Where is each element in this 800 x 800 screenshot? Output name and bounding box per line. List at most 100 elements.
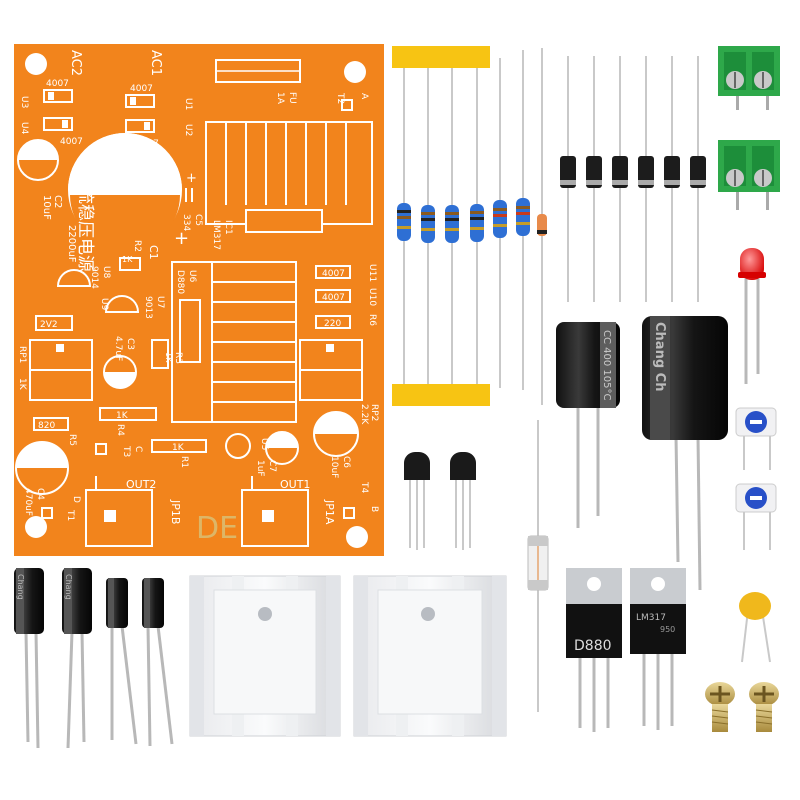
r5-label: R5 — [67, 434, 77, 446]
a-label: A — [359, 93, 369, 100]
big-cap-label: Chang Ch — [652, 322, 667, 391]
r4-label: R4 — [115, 424, 125, 436]
u4-value: 4007 — [60, 137, 83, 147]
electrolytic-capacitor-large: Chang Ch — [642, 316, 728, 591]
out1-label: OUT1 — [280, 478, 310, 491]
c-label: C — [133, 446, 143, 452]
pcb-board: C1 + + C2 10uF 2200uF 直流稳压电源 AC2 AC1 400… — [14, 44, 384, 556]
mount-hole — [25, 516, 47, 538]
trimpot-footprints: RP1 1K RP2 2.2K — [17, 339, 379, 425]
c3-value: 4.7uF — [113, 336, 123, 361]
ac1-label: AC1 — [148, 50, 163, 76]
glass-fuse — [527, 420, 549, 712]
diode — [612, 56, 628, 302]
z2v2-value: 2V2 — [40, 320, 58, 330]
electrolytic-capacitor-small: Chang — [62, 568, 92, 749]
mount-hole — [344, 61, 366, 83]
c1-label: C1 — [147, 245, 160, 260]
u7-label: U7 — [155, 296, 165, 308]
c1-plus2: + — [174, 228, 189, 249]
small-cap-label-1: Chang — [16, 574, 25, 600]
ic1-value: LM317 — [211, 220, 221, 250]
fuse-footprint: FU 1A T2 A — [215, 59, 369, 111]
board-title: 直流稳压电源 — [75, 170, 95, 272]
r2-label: R2 — [132, 240, 142, 252]
t4-label: T4 — [359, 481, 369, 493]
screw-terminal — [718, 140, 780, 210]
small-cap-footprints: C3 4.7uF C4 470uF C6 10uF C7 1uF U5 — [15, 336, 359, 516]
output-terminals: OUT2 JP1B OUT1 JP1A DE — [85, 476, 336, 547]
electrolytic-capacitor-small: Chang — [14, 568, 44, 749]
u9-label: U9 — [99, 298, 109, 311]
c6-value: 10uF — [329, 456, 339, 478]
resistor-footprints: R2 1K R3 1K 1K R4 820 R5 1K R1 2V2 — [33, 240, 207, 468]
red-led — [738, 248, 766, 384]
r6-value: 220 — [324, 319, 341, 329]
diode — [664, 56, 680, 302]
t3-label: T3 — [121, 445, 131, 457]
c2-label: C2 — [52, 195, 63, 208]
to220-d880: D880 — [566, 568, 622, 732]
trimmer-pot — [735, 407, 777, 470]
transistor-footprints: U8 9014 U7 9013 U9 — [56, 266, 165, 319]
fu-value: 1A — [275, 92, 285, 105]
u8-label: U8 — [101, 266, 111, 279]
out2-label: OUT2 — [126, 478, 156, 491]
mid-cap-label: CC 400 105°C — [601, 330, 612, 400]
t1-label: T1 — [65, 509, 75, 521]
c4-value: 470uF — [23, 488, 33, 516]
to92-transistor — [450, 452, 476, 550]
loose-resistor — [516, 50, 530, 390]
r3-label: R3 — [173, 352, 183, 364]
rp2-value: 2.2K — [359, 404, 369, 425]
resistor — [445, 68, 459, 384]
diode — [638, 56, 654, 302]
r6-label: R6 — [367, 314, 377, 326]
r2-value: 1K — [122, 255, 133, 264]
ic1-heatsink-outline: IC1 LM317 C5 334 — [181, 121, 373, 250]
reg2-sub: 950 — [660, 625, 675, 634]
u1-value: 4007 — [130, 84, 153, 94]
c6-label: C6 — [341, 456, 351, 468]
right-diodes: 4007 4007 220 U11 U10 R6 — [315, 264, 377, 329]
u11-value: 4007 — [322, 269, 345, 279]
u7-value: 9013 — [143, 296, 153, 319]
c5-value: 334 — [181, 214, 191, 231]
resistor-tape — [392, 46, 490, 406]
resistor — [397, 68, 411, 384]
c2-value: 10uF — [41, 195, 52, 220]
c1-footprint: C1 + + — [68, 133, 197, 260]
u8-value: 9014 — [89, 266, 99, 289]
resistor — [421, 68, 435, 384]
ic1-label: IC1 — [223, 220, 233, 235]
aluminium-heatsink — [353, 575, 507, 737]
u1-label: U1 — [183, 98, 193, 110]
d-label: D — [71, 496, 81, 503]
electrolytic-capacitor-medium: CC 400 105°C — [556, 322, 620, 528]
rp2-label: RP2 — [369, 404, 379, 421]
u10-label: U10 — [367, 288, 377, 306]
diode-footprints: 4007 4007 4007 4007 U3 U4 U1 U2 — [19, 79, 193, 149]
to92-transistor — [404, 452, 430, 550]
trimmer-pot — [735, 483, 777, 550]
r3-value: 1K — [164, 352, 173, 363]
ceramic-capacitor — [739, 592, 771, 663]
jp1a-label: JP1A — [323, 499, 336, 525]
c1-plus: + — [186, 171, 197, 186]
u6-label: U6 — [187, 270, 197, 283]
b-label: B — [369, 506, 379, 512]
zener-diode — [537, 48, 547, 405]
c5-label: C5 — [193, 214, 203, 226]
r1-value: 1K — [172, 443, 185, 453]
screw-terminal — [718, 46, 780, 110]
r5-value: 820 — [38, 421, 55, 431]
diode — [690, 56, 706, 302]
u4-label: U4 — [19, 122, 29, 135]
c4-label: C4 — [35, 488, 45, 500]
diode — [586, 56, 602, 302]
loose-resistor — [493, 58, 507, 388]
r4-value: 1K — [116, 411, 129, 421]
u6-heatsink-outline: D880 U6 — [171, 261, 297, 423]
rp1-value: 1K — [17, 378, 27, 391]
